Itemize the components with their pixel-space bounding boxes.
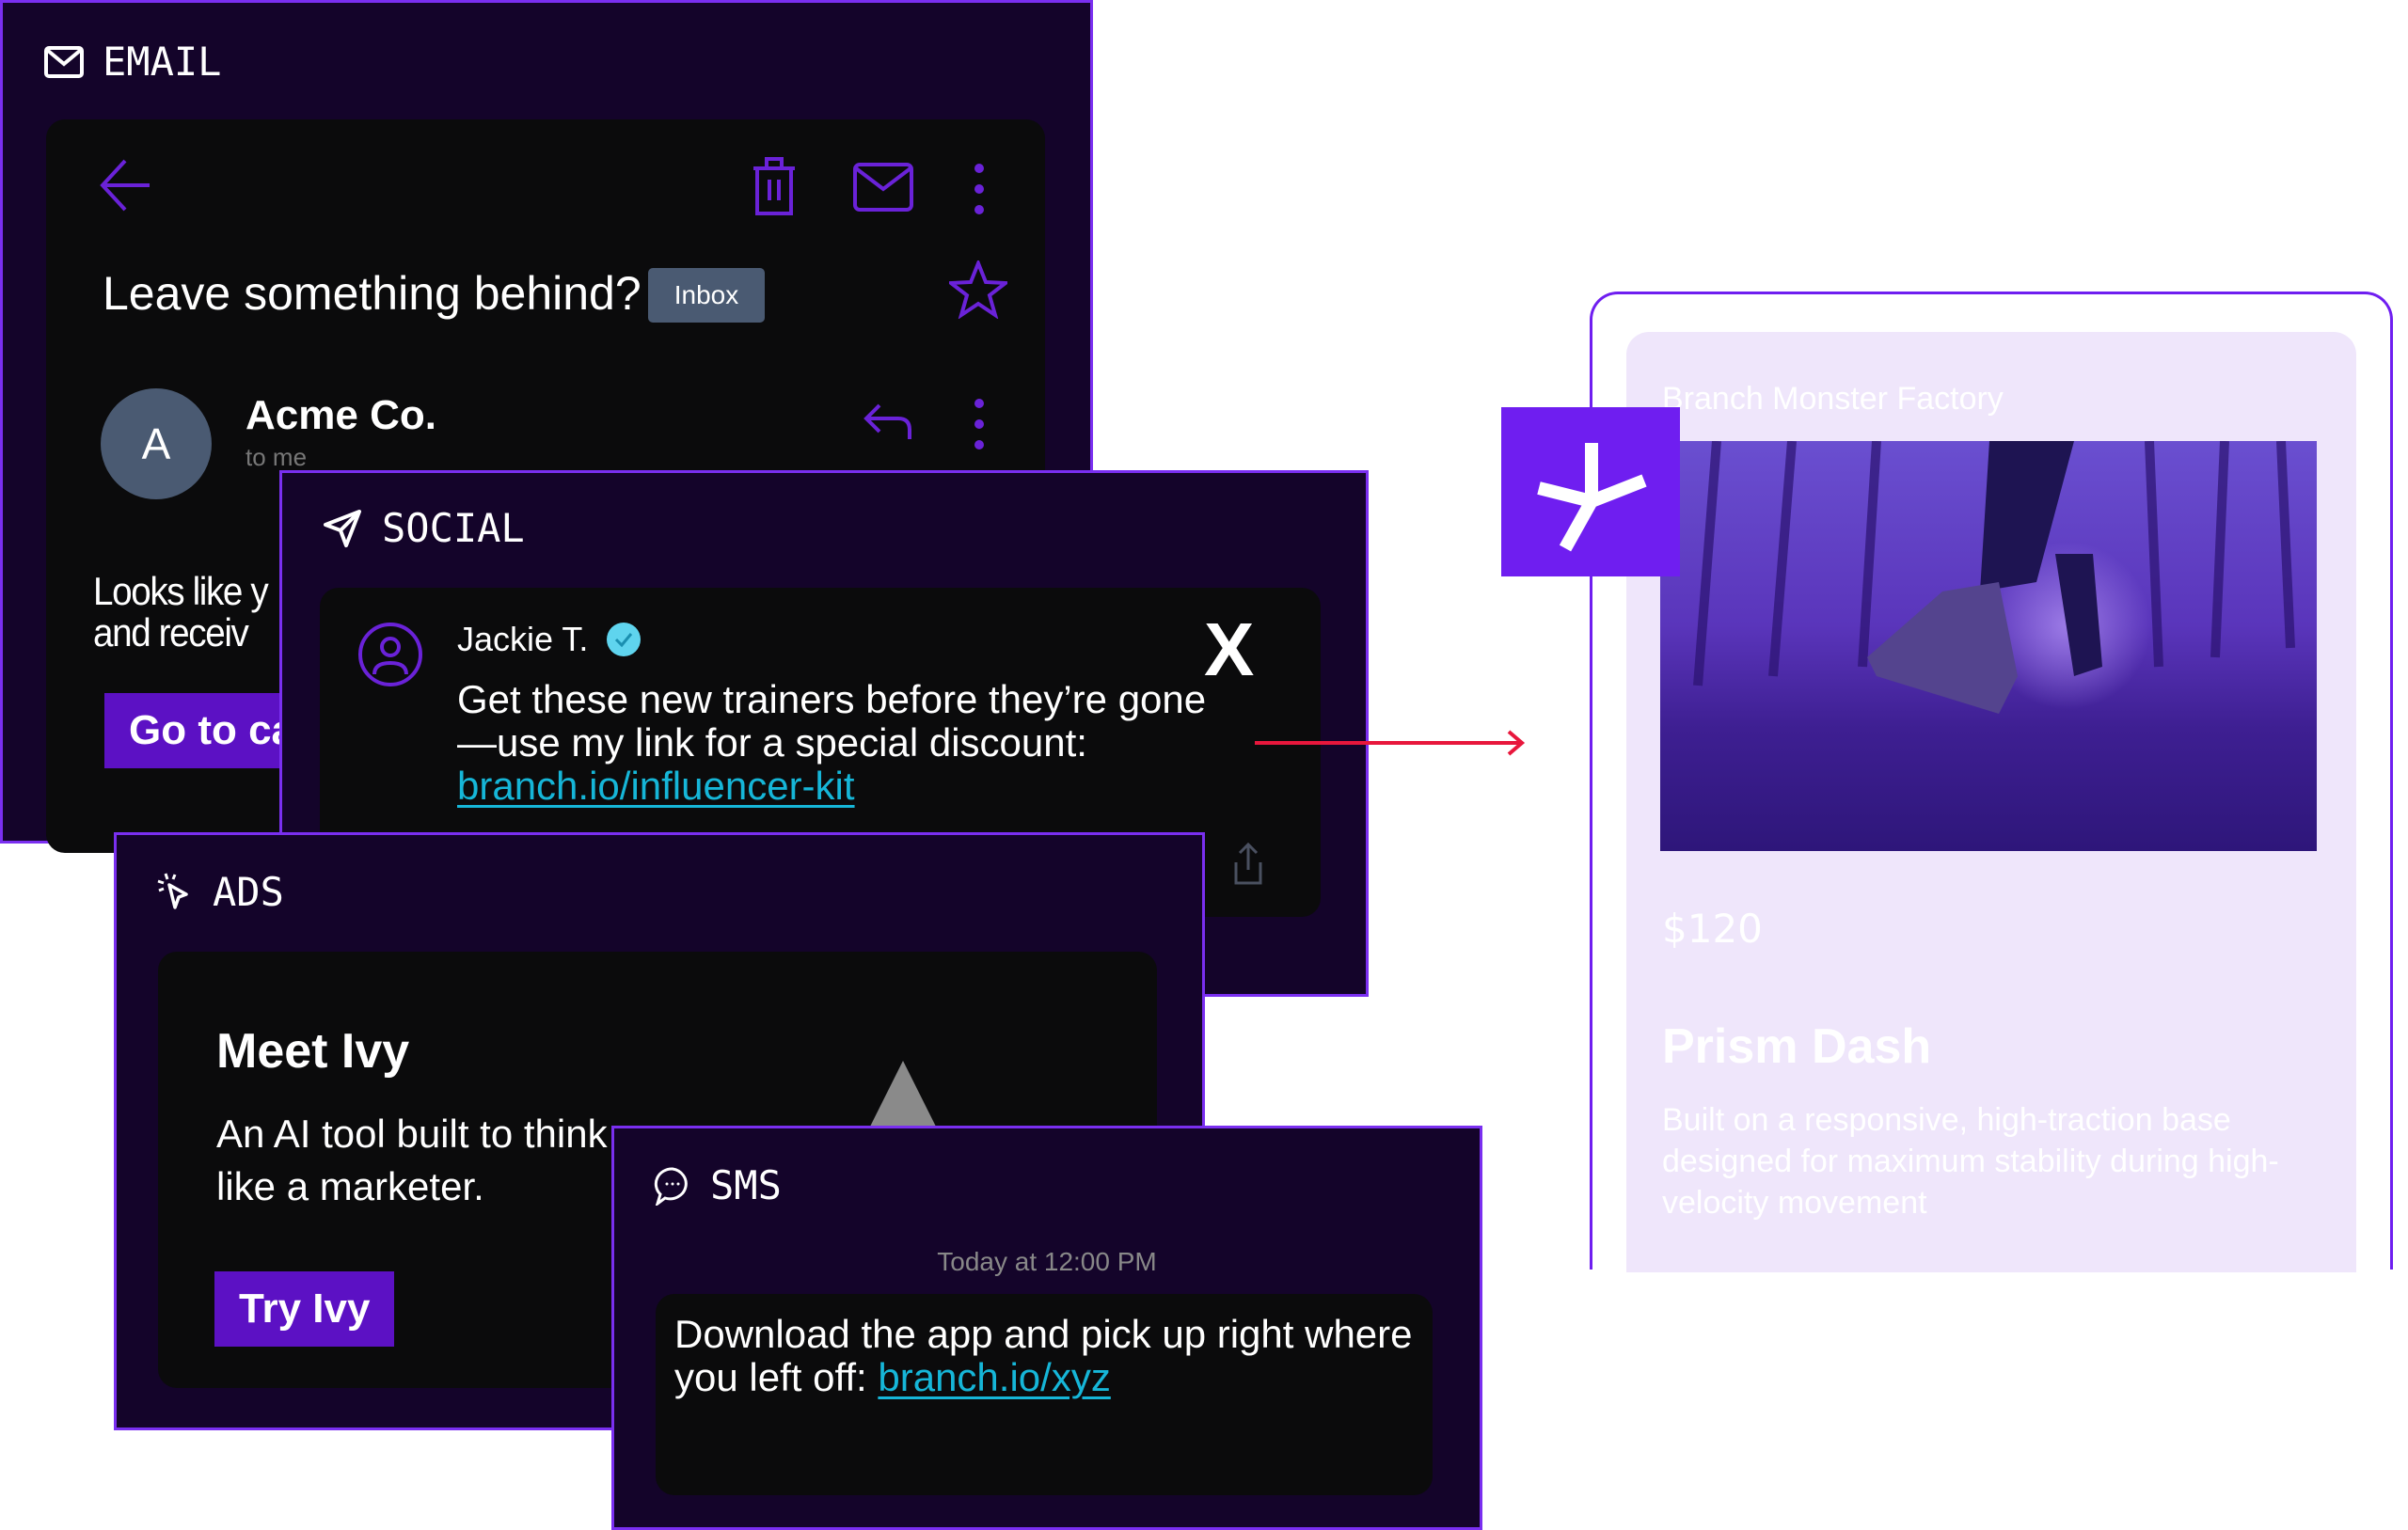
sms-timestamp: Today at 12:00 PM bbox=[937, 1247, 1157, 1276]
star-icon[interactable] bbox=[949, 260, 1007, 319]
x-logo-icon: X bbox=[1204, 607, 1255, 691]
more-options-icon[interactable] bbox=[974, 163, 985, 215]
store-name: Branch Monster Factory bbox=[1662, 381, 2004, 417]
email-title: EMAIL bbox=[103, 39, 222, 85]
flow-arrow-icon bbox=[1255, 730, 1526, 756]
branch-logo bbox=[1501, 407, 1680, 576]
author-name: Jackie T. bbox=[457, 620, 589, 658]
back-arrow-icon[interactable] bbox=[99, 157, 151, 213]
post-text: Get these new trainers before they’re go… bbox=[457, 678, 1210, 808]
branch-logo-icon bbox=[1537, 443, 1647, 552]
ads-title: ADS bbox=[213, 869, 284, 915]
social-title: SOCIAL bbox=[382, 505, 525, 551]
sms-panel: SMS Today at 12:00 PM Download the app a… bbox=[611, 1126, 1482, 1530]
send-icon bbox=[324, 509, 361, 547]
reply-icon[interactable] bbox=[863, 402, 913, 441]
sms-panel-title: SMS bbox=[654, 1162, 782, 1208]
verified-badge-icon bbox=[607, 623, 642, 656]
product-card: Branch Monster Factory $120 Prism Dash B… bbox=[1626, 332, 2356, 1272]
sms-title: SMS bbox=[710, 1162, 782, 1208]
sms-message-bubble: Download the app and pick up right where… bbox=[656, 1294, 1433, 1495]
chat-bubble-icon bbox=[654, 1166, 688, 1206]
sms-link[interactable]: branch.io/xyz bbox=[878, 1355, 1111, 1399]
mail-icon bbox=[44, 45, 84, 78]
runner-shoe-illustration bbox=[1693, 440, 2295, 714]
post-body: Get these new trainers before they’re go… bbox=[457, 677, 1207, 765]
product-name: Prism Dash bbox=[1662, 1019, 1932, 1074]
email-subject: Leave something behind? bbox=[103, 267, 642, 320]
try-ivy-button[interactable]: Try Ivy bbox=[214, 1271, 395, 1347]
more-options-icon[interactable] bbox=[974, 398, 985, 450]
email-body-line1: Looks like y bbox=[93, 569, 269, 613]
recipient: to me bbox=[246, 443, 308, 471]
inbox-badge[interactable]: Inbox bbox=[648, 268, 765, 323]
ad-headline: Meet Ivy bbox=[216, 1024, 410, 1079]
share-icon[interactable] bbox=[1232, 842, 1264, 885]
mail-icon[interactable] bbox=[853, 163, 913, 212]
email-panel-title: EMAIL bbox=[44, 39, 221, 85]
cursor-click-icon bbox=[157, 873, 188, 909]
ads-panel-title: ADS bbox=[156, 869, 284, 915]
email-body-line2: and receiv bbox=[93, 610, 249, 655]
product-price: $120 bbox=[1662, 906, 1763, 952]
sender-avatar: A bbox=[101, 388, 212, 499]
play-triangle-icon bbox=[865, 1061, 941, 1136]
influencer-link[interactable]: branch.io/influencer-kit bbox=[457, 764, 855, 808]
ad-body: An AI tool built to think like a markete… bbox=[216, 1112, 608, 1208]
sender-name: Acme Co. bbox=[246, 392, 436, 438]
sms-message: Download the app and pick up right where… bbox=[674, 1312, 1413, 1399]
trash-icon[interactable] bbox=[750, 155, 799, 217]
sms-text: Download the app and pick up right where… bbox=[674, 1313, 1427, 1399]
social-panel-title: SOCIAL bbox=[322, 505, 525, 551]
author-row: Jackie T. bbox=[457, 620, 642, 659]
product-description: Built on a responsive, high-traction bas… bbox=[1662, 1102, 2279, 1221]
product-image bbox=[1660, 440, 2317, 851]
product-frame: Branch Monster Factory $120 Prism Dash B… bbox=[1590, 292, 2393, 1272]
user-avatar-icon bbox=[358, 623, 422, 686]
